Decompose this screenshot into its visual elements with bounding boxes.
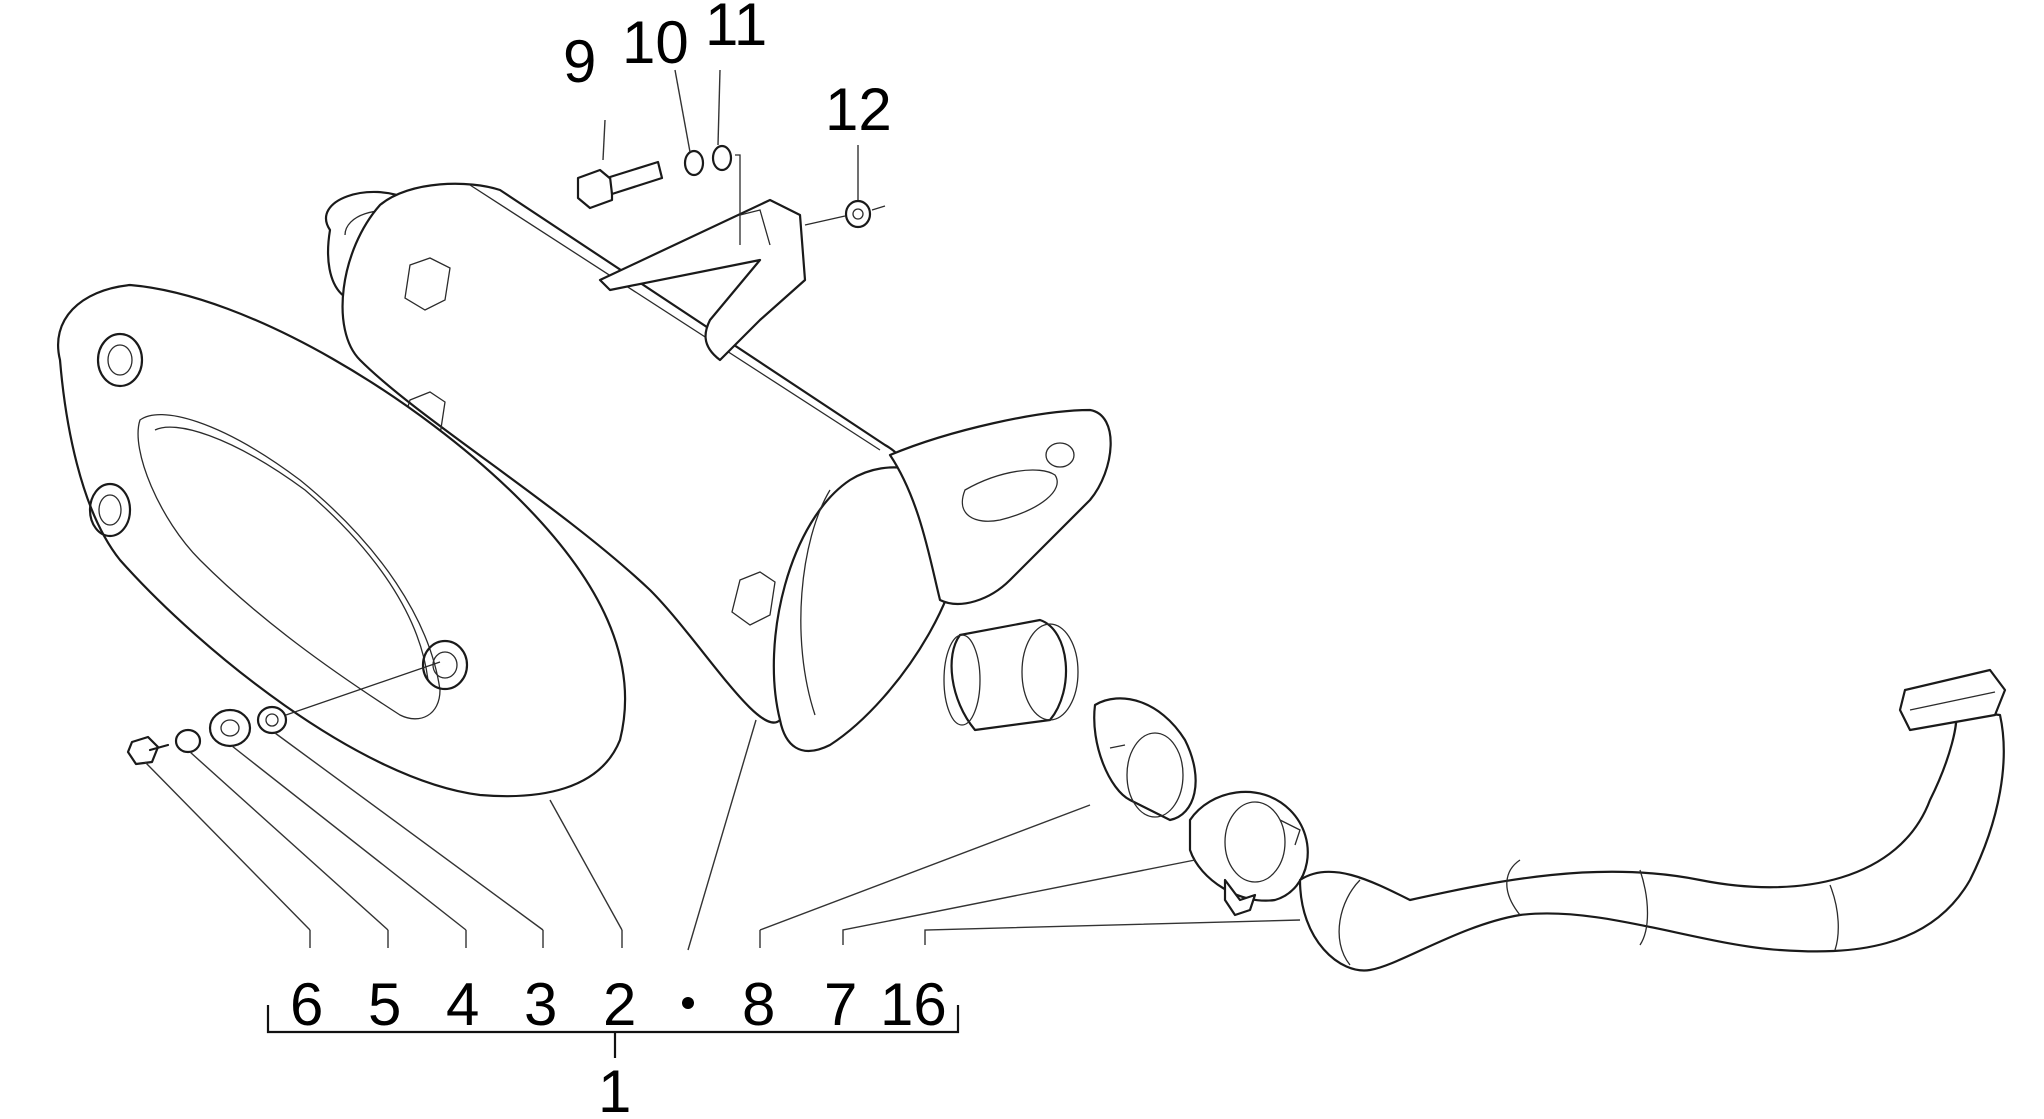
mount-bolt-set (576, 144, 886, 245)
callout-7: 7 (824, 971, 857, 1038)
callout-11: 11 (705, 0, 767, 58)
callout-12: 12 (825, 76, 892, 143)
assembly-bracket (266, 1005, 960, 1058)
callout-leaders (144, 69, 1301, 951)
callout-2: 2 (603, 971, 636, 1038)
exhaust-manifold (1298, 668, 2007, 972)
callout-10: 10 (622, 9, 689, 76)
callout-8: 8 (742, 971, 775, 1038)
callout-4: 4 (446, 971, 479, 1038)
callout-bullet-dot (682, 997, 694, 1009)
callout-6: 6 (290, 971, 323, 1038)
gasket-sleeve (1093, 697, 1197, 822)
callout-3: 3 (524, 971, 557, 1038)
callout-16: 16 (880, 971, 947, 1038)
heat-shield (57, 283, 627, 798)
callout-5: 5 (368, 971, 401, 1038)
pipe-clamp (1188, 790, 1309, 917)
silencer-body (324, 182, 1112, 752)
heat-shield-fasteners (126, 661, 441, 766)
callout-1: 1 (598, 1058, 631, 1119)
callout-9: 9 (563, 28, 596, 95)
